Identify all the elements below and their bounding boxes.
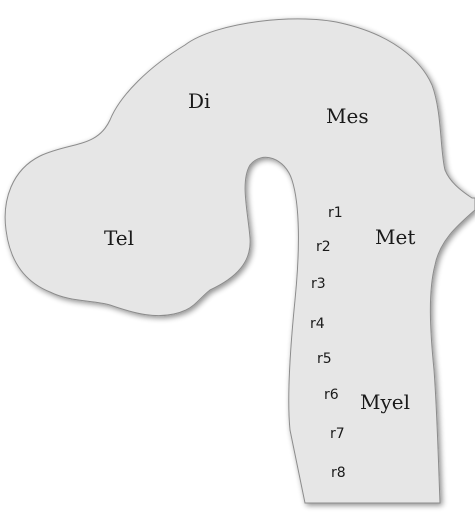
mes-label: Mes — [326, 104, 369, 128]
rhombomere-label: r7 — [330, 426, 345, 442]
rhombomere-label: r2 — [316, 239, 331, 255]
rhombomere-label: r8 — [331, 465, 346, 481]
rhombomere-label: r6 — [324, 387, 339, 403]
neural-tube-outline — [5, 19, 475, 503]
di-label: Di — [188, 89, 210, 113]
rhombomere-label: r3 — [311, 276, 326, 292]
rhombomere-label: r4 — [310, 316, 325, 332]
myel-label: Myel — [360, 390, 410, 414]
tel-label: Tel — [104, 226, 134, 250]
rhombomere-label: r1 — [328, 205, 343, 221]
met-label: Met — [375, 225, 415, 249]
rhombomere-label: r5 — [317, 351, 332, 367]
